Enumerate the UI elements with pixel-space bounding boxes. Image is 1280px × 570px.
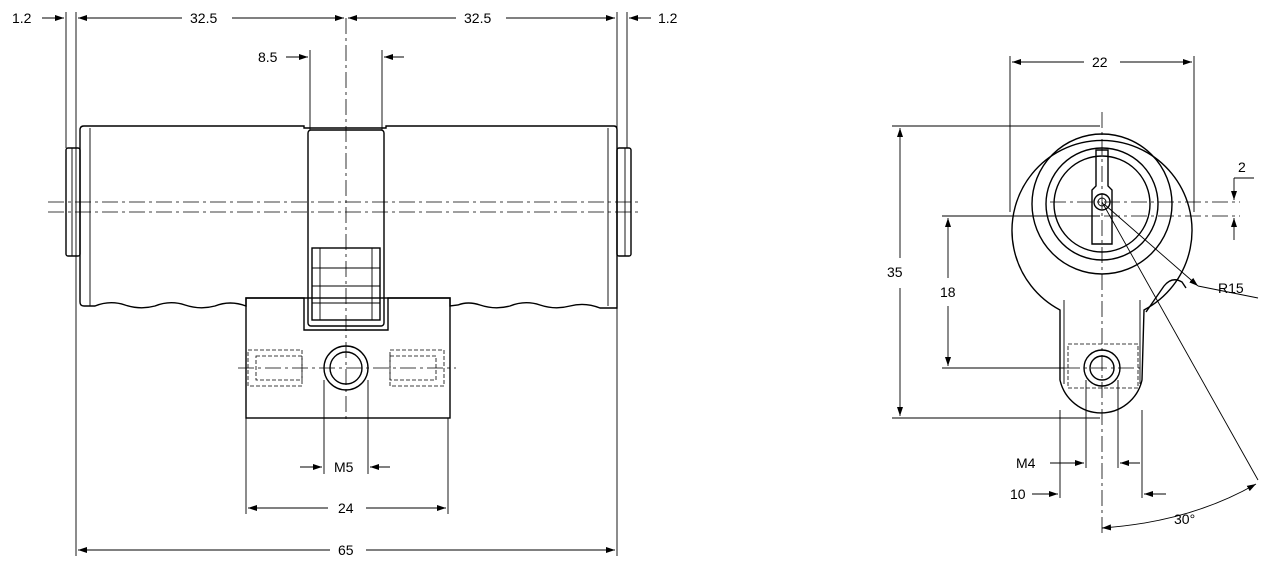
dim-screw-thread-label: M5 — [334, 459, 354, 475]
side-body-outline — [1011, 139, 1193, 414]
dim-bottom-width-label: 10 — [1010, 486, 1026, 502]
dim-bottom-thread-label: M4 — [1016, 455, 1036, 471]
dim-cam-width-label: 8.5 — [258, 49, 278, 65]
dim-radius-label: R15 — [1218, 280, 1244, 296]
dim-center-distance-label: 18 — [940, 284, 956, 300]
dim-total-length-label: 65 — [338, 542, 354, 558]
dim-height-label: 35 — [887, 264, 903, 280]
web-body — [245, 297, 451, 419]
dim-right-collar-label: 1.2 — [658, 10, 678, 26]
keyway — [1091, 149, 1113, 245]
dim-right-half-label: 32.5 — [464, 10, 491, 26]
dim-left-collar-label: 1.2 — [12, 10, 32, 26]
dim-diameter-label: 22 — [1092, 54, 1108, 70]
dim-web-width-label: 24 — [338, 500, 354, 516]
front-view: 1.2 32.5 32.5 1.2 8.5 M5 24 65 — [12, 10, 678, 558]
dim-angle-label: 30° — [1174, 511, 1195, 527]
side-view: 22 2 R15 35 18 M4 10 30° — [887, 54, 1259, 536]
dim-left-half-label: 32.5 — [190, 10, 217, 26]
cylinder-body — [79, 125, 618, 331]
dim-key-offset-label: 2 — [1238, 159, 1246, 175]
